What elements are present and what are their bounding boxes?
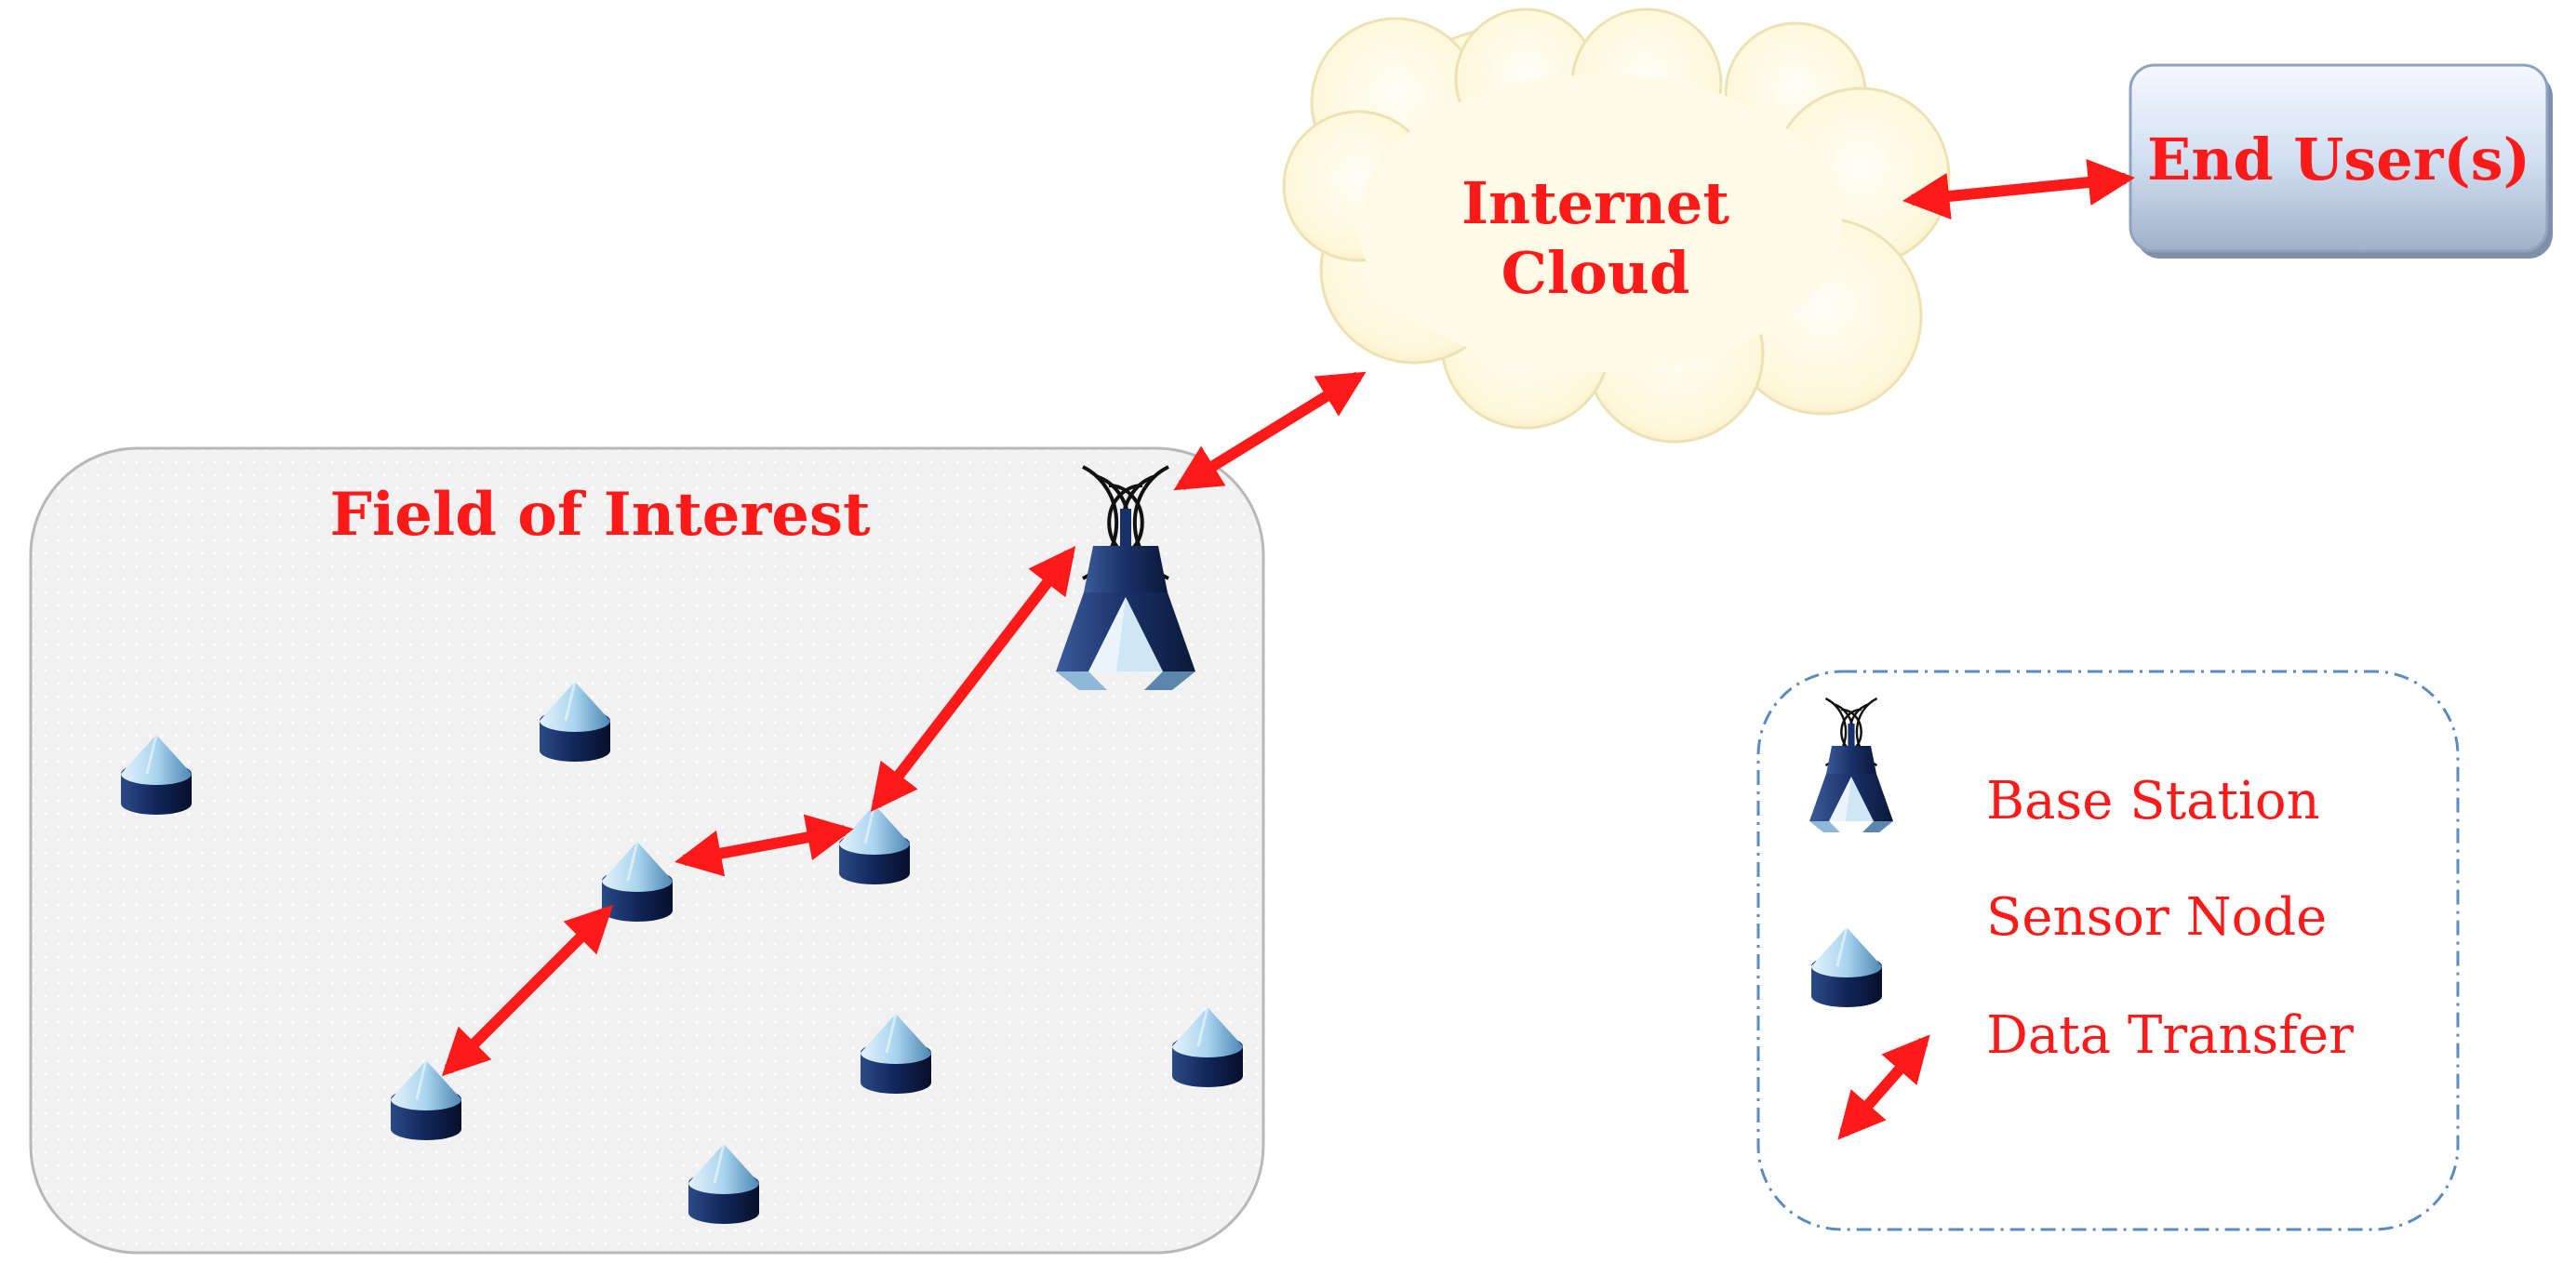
data-transfer-arrows bbox=[441, 158, 2136, 1077]
legend-base-station-label: Base Station bbox=[1986, 771, 2320, 831]
legend-sensor-node-label: Sensor Node bbox=[1986, 887, 2327, 948]
cloud-label-line1: Internet bbox=[1462, 169, 1729, 237]
legend-data-transfer-label: Data Transfer bbox=[1986, 1005, 2354, 1066]
arrow-cloud-base-station bbox=[1173, 371, 1367, 491]
arrow-node-node-lower bbox=[441, 904, 614, 1077]
internet-cloud: Internet Cloud bbox=[1282, 7, 1951, 444]
field-of-interest: Field of Interest bbox=[29, 446, 1265, 1255]
legend-base-station-icon bbox=[1808, 697, 1895, 834]
cloud-label-line2: Cloud bbox=[1502, 239, 1690, 307]
arrow-cloud-end-user bbox=[1902, 158, 2136, 220]
legend-sensor-node-icon bbox=[1809, 925, 1884, 1009]
end-user-box: End User(s) bbox=[2129, 63, 2553, 259]
field-label: Field of Interest bbox=[329, 480, 871, 550]
end-user-label: End User(s) bbox=[2147, 126, 2530, 193]
arrow-base-station-node bbox=[870, 546, 1076, 812]
legend-box: Base Station Sensor Node Data Transfer bbox=[1756, 670, 2460, 1231]
arrow-node-node bbox=[674, 814, 854, 877]
legend-data-transfer-icon bbox=[1837, 1034, 1930, 1140]
